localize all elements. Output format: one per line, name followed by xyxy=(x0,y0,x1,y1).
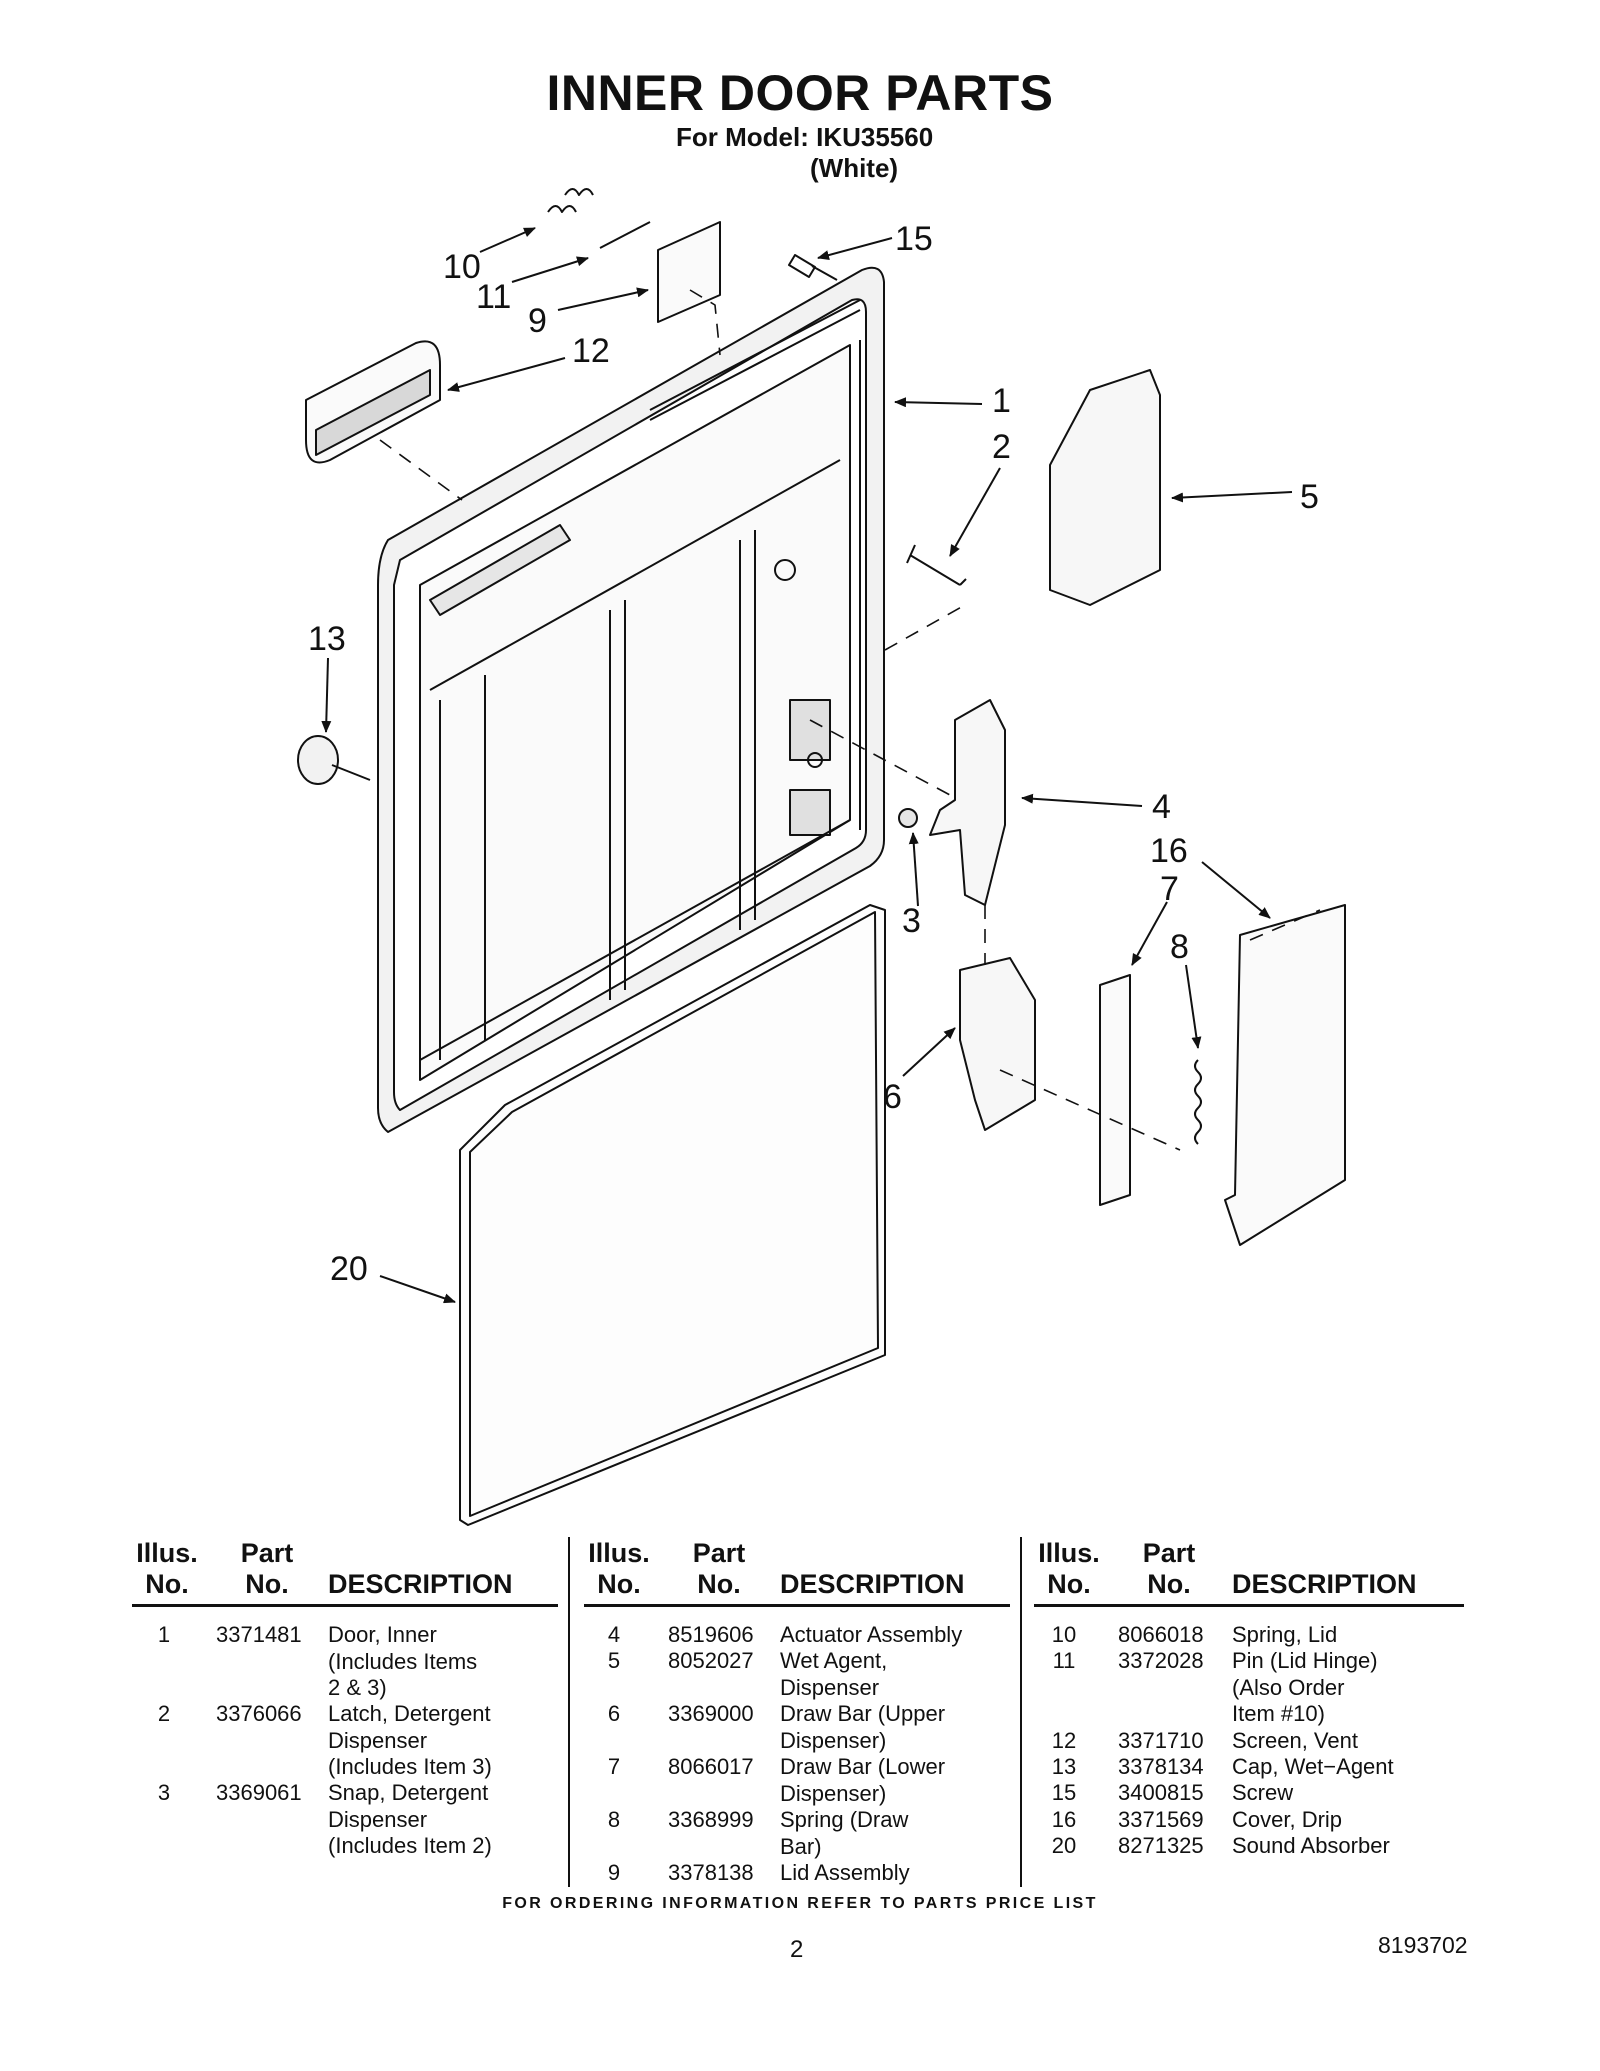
header-illus-no: Illus. No. xyxy=(588,1538,650,1599)
header-rule xyxy=(132,1604,558,1607)
header-rule xyxy=(584,1604,1010,1607)
page-title: INNER DOOR PARTS xyxy=(546,65,1054,121)
wet-agent-dispenser-part xyxy=(1049,369,1161,606)
wet-agent-cap-part xyxy=(297,735,371,785)
header-part-no: Part No. xyxy=(240,1538,294,1599)
callout-11: 11 xyxy=(476,278,511,316)
header-description: DESCRIPTION xyxy=(1232,1569,1417,1599)
callout-13: 13 xyxy=(308,620,346,658)
header-description: DESCRIPTION xyxy=(780,1569,965,1599)
lid-assembly-part xyxy=(657,221,721,323)
inner-door-part xyxy=(377,266,885,1133)
callout-6: 6 xyxy=(883,1078,902,1116)
callout-12: 12 xyxy=(572,332,610,370)
column-divider xyxy=(1020,1537,1022,1887)
vent-screen-part xyxy=(305,340,441,464)
callout-9: 9 xyxy=(528,302,547,340)
header-illus-no: Illus. No. xyxy=(1038,1538,1100,1599)
callout-2: 2 xyxy=(992,428,1011,466)
lid-pin-part xyxy=(599,221,651,249)
sound-absorber-part xyxy=(459,904,886,1526)
lid-spring-part xyxy=(547,188,594,213)
latch-part xyxy=(906,544,967,586)
page-number: 2 xyxy=(790,1936,804,1963)
header-rule xyxy=(1034,1604,1464,1607)
callout-3: 3 xyxy=(902,902,921,940)
callout-16: 16 xyxy=(1150,832,1188,870)
color-line: (White) xyxy=(810,153,899,183)
callout-8: 8 xyxy=(1170,928,1189,966)
screw-part xyxy=(788,254,838,281)
drip-cover-part xyxy=(1224,904,1346,1246)
column-divider xyxy=(568,1537,570,1887)
draw-bar-lower-part xyxy=(1099,974,1131,1206)
draw-bar-spring-part xyxy=(1194,1059,1202,1145)
callout-5: 5 xyxy=(1300,478,1319,516)
callout-15: 15 xyxy=(895,220,933,258)
header-illus-no: Illus. No. xyxy=(136,1538,198,1599)
callout-7: 7 xyxy=(1160,870,1179,908)
callout-10: 10 xyxy=(443,248,481,286)
actuator-assembly-part xyxy=(929,699,1006,906)
callout-1: 1 xyxy=(992,382,1011,420)
ordering-note: FOR ORDERING INFORMATION REFER TO PARTS … xyxy=(502,1895,1098,1912)
exploded-parts-diagram: 10 11 9 15 12 1 2 5 13 4 16 7 3 8 6 20 xyxy=(297,188,1346,1526)
draw-bar-upper-part xyxy=(959,957,1036,1131)
callout-20: 20 xyxy=(330,1250,368,1288)
header-description: DESCRIPTION xyxy=(328,1569,513,1599)
model-info: For Model: IKU35560 (White) xyxy=(676,122,933,184)
model-line: For Model: IKU35560 xyxy=(676,122,934,152)
document-number: 8193702 xyxy=(1378,1932,1468,1958)
header-part-no: Part No. xyxy=(692,1538,746,1599)
snap-part xyxy=(898,808,918,828)
callout-4: 4 xyxy=(1152,788,1171,826)
header-part-no: Part No. xyxy=(1142,1538,1196,1599)
